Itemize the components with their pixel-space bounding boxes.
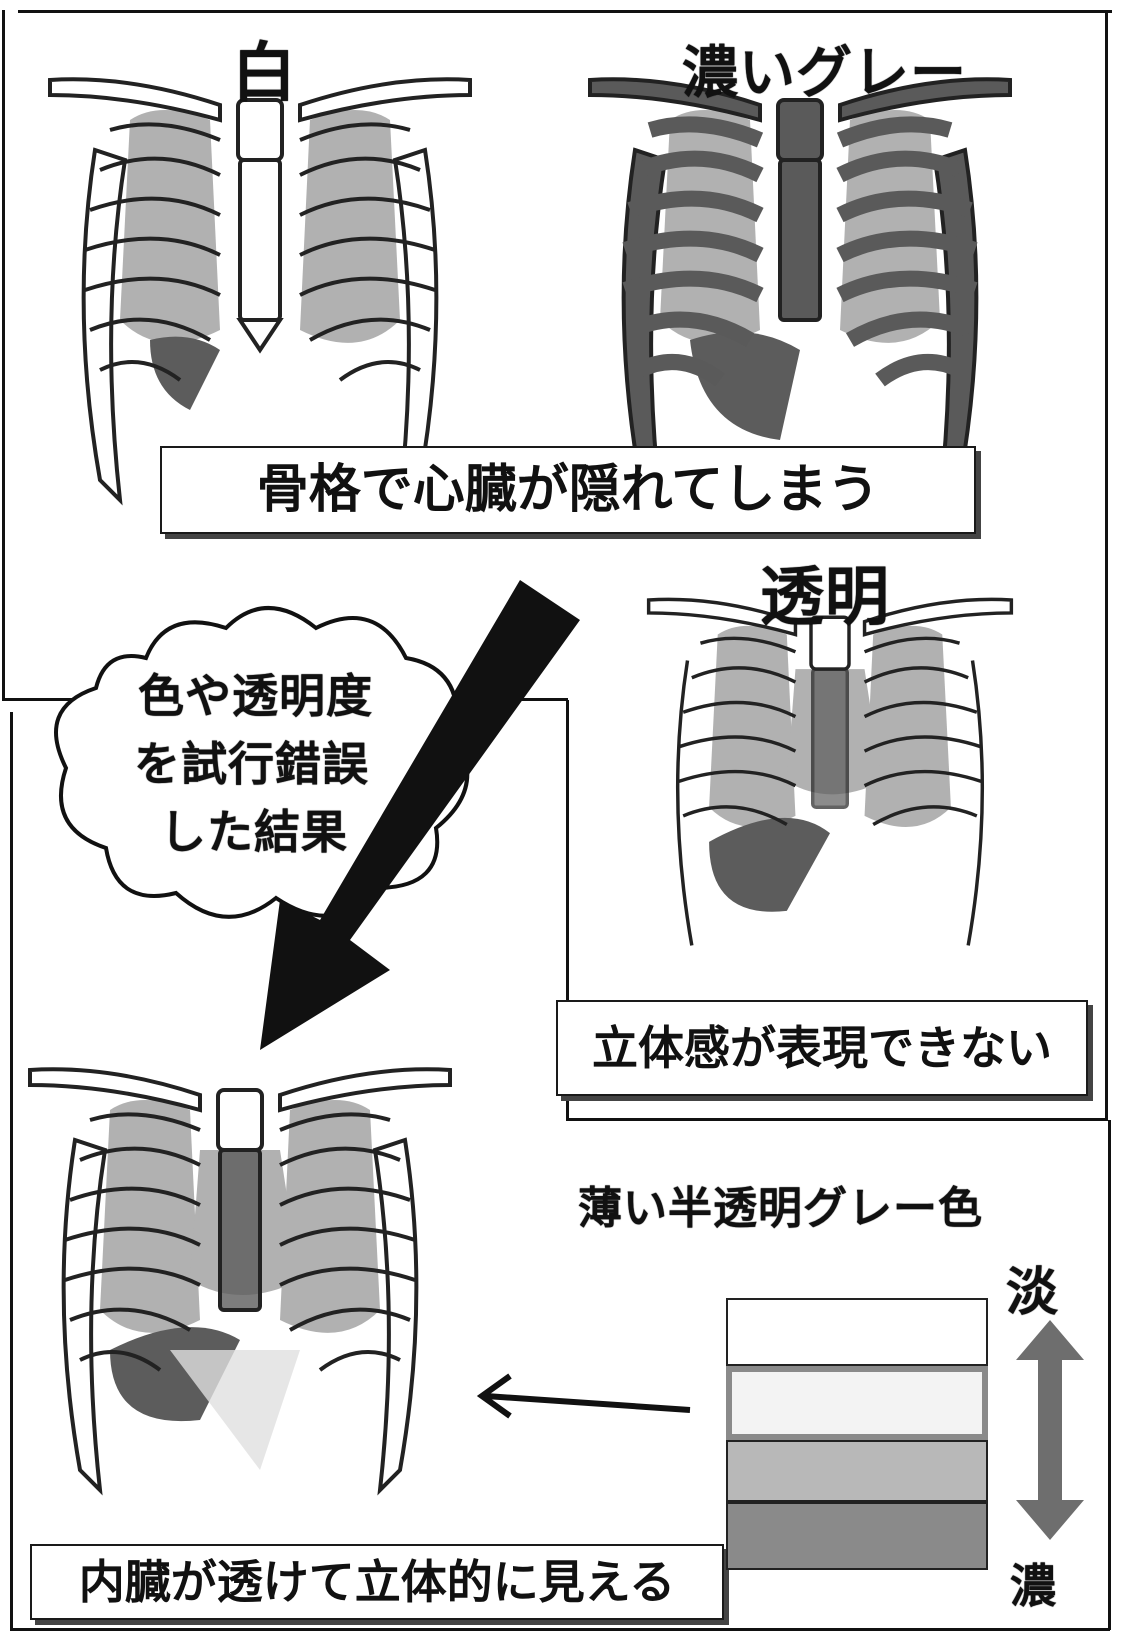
frame-mid-h — [566, 1118, 1108, 1121]
caption-no-depth: 立体感が表現できない — [556, 1000, 1088, 1096]
big-arrow — [240, 580, 600, 1060]
label-light-semi: 薄い半透明グレー色 — [578, 1172, 983, 1236]
label-dark-end: 濃 — [1010, 1550, 1057, 1616]
small-arrow — [470, 1370, 700, 1430]
frame-top — [18, 10, 1112, 13]
frame-left-lower — [10, 712, 13, 1630]
label-light-end: 淡 — [1006, 1250, 1059, 1325]
label-dark-gray: 濃いグレー — [682, 28, 967, 109]
caption-see-through: 内臓が透けて立体的に見える — [30, 1544, 724, 1620]
frame-bottom — [10, 1628, 1110, 1631]
label-transparent: 透明 — [760, 546, 890, 638]
swatch-3 — [726, 1440, 988, 1502]
double-arrow — [1010, 1320, 1090, 1540]
ribcage-transparent-illustration — [640, 580, 1020, 1000]
frame-right-upper — [1105, 10, 1108, 1120]
frame-right-lower — [1108, 1120, 1111, 1630]
swatch-2-highlighted — [726, 1366, 988, 1440]
label-white: 白 — [232, 22, 297, 114]
ribcage-light-semi-illustration — [20, 1020, 460, 1560]
caption-hidden: 骨格で心臓が隠れてしまう — [160, 446, 976, 534]
swatch-1 — [726, 1298, 988, 1366]
swatch-4 — [726, 1502, 988, 1570]
frame-left-upper — [2, 10, 5, 700]
